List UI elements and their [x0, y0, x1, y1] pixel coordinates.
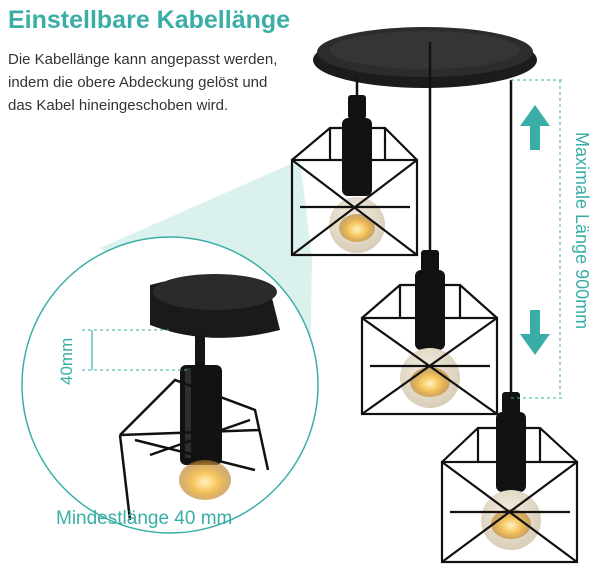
page-title: Einstellbare Kabellänge — [8, 6, 291, 34]
max-length-label: Maximale Länge 900mm — [572, 132, 592, 329]
min-length-label: Mindestlänge 40 mm — [56, 508, 233, 529]
pendant-lamp-1 — [290, 95, 419, 257]
arrow-down-icon — [520, 310, 550, 355]
pendant-lamp-2 — [360, 250, 499, 416]
ceiling-canopy — [313, 27, 537, 88]
description-text: Die Kabellänge kann angepasst werden, in… — [8, 48, 298, 117]
pendant-lamp-3 — [440, 392, 579, 564]
max-length-dimension — [511, 79, 565, 399]
description-line-2: indem die obere Abdeckung gelöst und — [8, 74, 268, 91]
small-dimension-label: 40mm — [57, 338, 76, 385]
description-line-3: das Kabel hineingeschoben wird. — [8, 97, 229, 114]
arrow-up-icon — [520, 105, 550, 150]
description-line-1: Die Kabellänge kann angepasst werden, — [8, 51, 278, 68]
zoom-circle: 40mm — [21, 236, 319, 534]
